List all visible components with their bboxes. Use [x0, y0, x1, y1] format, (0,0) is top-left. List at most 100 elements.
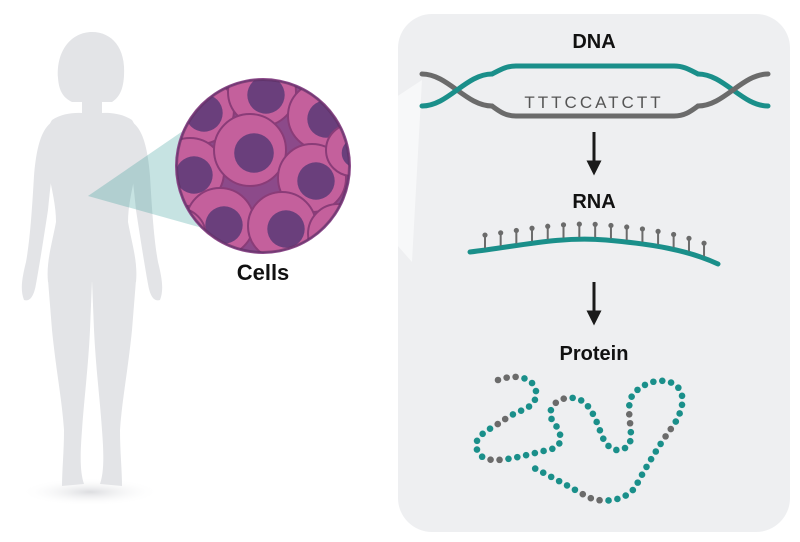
amino-acid-bead	[556, 440, 563, 447]
amino-acid-bead	[501, 415, 509, 423]
amino-acid-bead	[641, 381, 649, 389]
amino-acid-bead	[605, 442, 612, 450]
amino-acid-bead	[528, 379, 536, 387]
amino-acid-bead	[569, 394, 576, 402]
amino-acid-bead	[613, 446, 620, 454]
rna-label: RNA	[572, 191, 615, 213]
amino-acid-bead	[626, 402, 633, 409]
amino-acid-bead	[628, 393, 635, 400]
rna-base-dot	[592, 221, 598, 227]
amino-acid-bead	[625, 410, 633, 418]
amino-acid-bead	[496, 456, 503, 464]
amino-acid-bead	[505, 455, 512, 463]
cell	[325, 123, 349, 177]
amino-acid-bead	[667, 379, 675, 386]
amino-acid-bead	[503, 374, 510, 381]
rna-base-dot	[513, 227, 519, 234]
rna-base-dot	[701, 240, 707, 246]
amino-acid-bead	[571, 486, 579, 494]
amino-acid-bead	[596, 496, 603, 504]
rna-strand-icon	[467, 221, 721, 267]
amino-acid-bead	[657, 440, 664, 448]
amino-acid-bead	[556, 431, 564, 438]
amino-acid-bead	[638, 471, 646, 479]
rna-base-dot	[608, 222, 614, 229]
amino-acid-bead	[478, 453, 486, 461]
amino-acid-bead	[547, 473, 555, 481]
amino-acid-bead	[552, 399, 560, 407]
cell-nucleus	[247, 80, 285, 114]
amino-acid-bead	[678, 401, 686, 409]
amino-acid-bead	[547, 406, 555, 414]
amino-acid-bead	[473, 437, 481, 445]
amino-acid-bead	[579, 490, 587, 498]
amino-acid-bead	[596, 427, 604, 434]
cell-nucleus	[297, 162, 335, 200]
rna-base-dot	[498, 230, 504, 236]
amino-acid-bead	[652, 448, 660, 455]
cell-nucleus	[325, 220, 349, 252]
amino-acid-bead	[643, 463, 650, 471]
rna-base-dot	[671, 231, 677, 238]
amino-acid-bead	[540, 447, 547, 455]
rna-base-dot	[560, 222, 567, 228]
rna-base-dot	[576, 221, 582, 227]
amino-acid-bead	[650, 378, 657, 386]
amino-acid-bead	[521, 375, 528, 382]
cell-nucleus	[177, 156, 213, 194]
amino-acid-bead	[634, 479, 642, 486]
dna-helix-icon	[419, 63, 771, 119]
amino-acid-bead	[614, 495, 621, 503]
amino-acid-bead	[634, 386, 641, 394]
amino-acid-bead	[589, 410, 597, 418]
amino-acid-bead	[584, 402, 592, 410]
amino-acid-bead	[676, 410, 683, 417]
amino-acid-bead	[553, 423, 560, 430]
amino-acid-bead	[494, 420, 502, 428]
amino-acid-bead	[626, 437, 634, 445]
protein-label: Protein	[560, 343, 629, 365]
rna-base-dot	[545, 223, 551, 229]
rna-base-dot	[655, 228, 661, 234]
amino-acid-bead	[531, 449, 539, 457]
cell-nucleus	[185, 94, 223, 132]
amino-acid-bead	[548, 415, 555, 423]
amino-acid-bead	[494, 376, 502, 384]
rna-base-dot	[624, 224, 630, 230]
amino-acid-bead	[560, 395, 568, 402]
amino-acid-bead	[539, 469, 547, 477]
amino-acid-bead	[627, 428, 635, 436]
amino-acid-bead	[672, 418, 680, 425]
amino-acid-bead	[509, 411, 517, 418]
amino-acid-bead	[479, 430, 486, 438]
amino-acid-bead	[675, 384, 682, 392]
protein-chain-icon	[473, 373, 686, 504]
amino-acid-bead	[587, 494, 595, 502]
rna-base-dot	[639, 226, 646, 232]
amino-acid-bead	[486, 425, 494, 433]
amino-acid-bead	[626, 419, 634, 427]
dna-label: DNA	[572, 31, 615, 53]
cell-nucleus	[205, 206, 243, 244]
amino-acid-bead	[522, 451, 530, 459]
amino-acid-bead	[647, 455, 655, 463]
amino-acid-bead	[555, 477, 563, 485]
amino-acid-bead	[563, 482, 571, 489]
cell-nucleus	[267, 210, 305, 248]
amino-acid-bead	[621, 444, 629, 452]
amino-acid-bead	[487, 456, 494, 463]
amino-acid-bead	[531, 396, 539, 404]
rna-base-dot	[686, 235, 692, 241]
amino-acid-bead	[658, 377, 666, 385]
amino-acid-bead	[512, 373, 519, 381]
amino-acid-bead	[599, 435, 607, 442]
amino-acid-bead	[593, 418, 600, 426]
amino-acid-bead	[514, 453, 521, 461]
amino-acid-bead	[473, 446, 481, 453]
amino-acid-bead	[549, 445, 556, 453]
cells-label: Cells	[237, 260, 290, 285]
human-silhouette-icon	[20, 32, 163, 506]
amino-acid-bead	[662, 433, 669, 440]
rna-base-dot	[529, 225, 535, 231]
